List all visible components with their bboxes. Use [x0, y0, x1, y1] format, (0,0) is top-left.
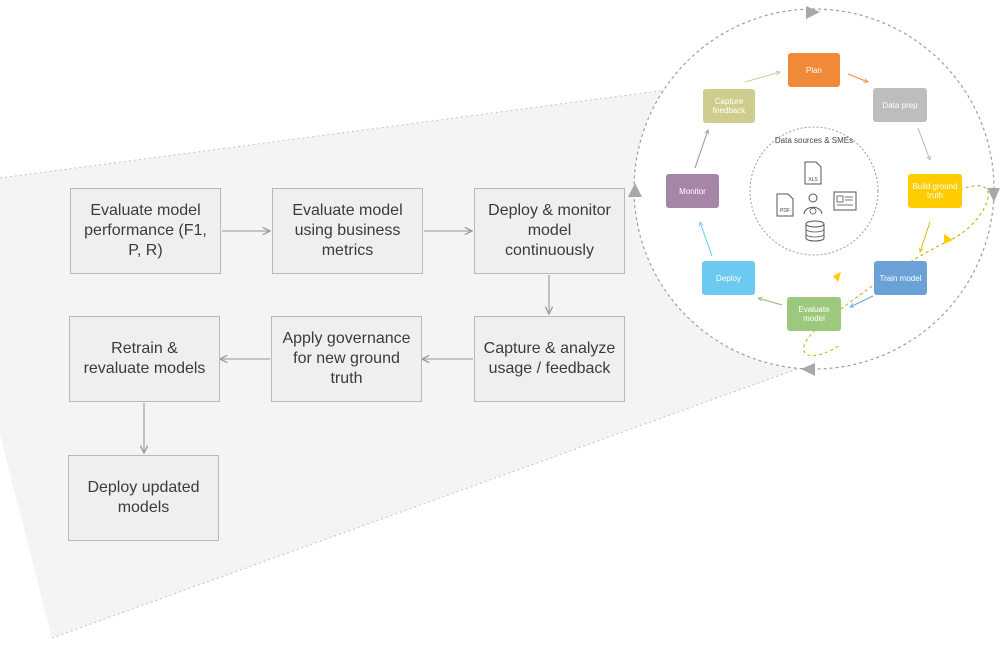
data-sources-title: Data sources & SMEs [774, 136, 854, 145]
capture-analyze-box: Capture & analyze usage / feedback [474, 316, 625, 402]
arrow-train-to-evaluate [850, 295, 874, 307]
zoom-cone-top-edge [0, 74, 781, 179]
retrain-box: Retrain & revaluate models [69, 316, 220, 402]
deploy-updated-box: Deploy updated models [68, 455, 219, 541]
apply-governance-label: Apply governance for new ground truth [282, 330, 411, 387]
arrow-dataprep-to-build [917, 127, 930, 160]
arrow-evaluate-to-deploy [758, 298, 783, 306]
svg-text:XLS: XLS [808, 177, 818, 183]
cycle-monitor-label: Monitor [679, 186, 706, 196]
arrow-build-to-train [920, 221, 931, 252]
document-list-icon [833, 191, 857, 211]
retrain-label: Retrain & revaluate models [83, 340, 206, 377]
apply-governance-box: Apply governance for new ground truth [271, 316, 422, 402]
cycle-plan-label: Plan [805, 65, 822, 75]
cycle-data-prep-label: Data prep [882, 100, 918, 110]
arrow-deploy-to-monitor [700, 222, 713, 257]
data-sources-circle [749, 126, 879, 256]
arrow-capture-to-plan [744, 72, 780, 83]
cycle-monitor-node: Monitor [666, 174, 719, 208]
loop-arrow-1 [944, 234, 953, 244]
cycle-capture-feedback-label: Capture feedback [712, 97, 746, 115]
cycle-build-ground-truth-node: Build ground truth [908, 174, 962, 208]
evaluate-performance-label: Evaluate model performance (F1, P, R) [84, 202, 207, 259]
loop-arrow-2 [833, 272, 841, 282]
outer-arrow-right [987, 188, 1000, 202]
cycle-evaluate-model-label: Evaluate model [798, 305, 830, 323]
deploy-monitor-label: Deploy & monitor model continuously [488, 202, 611, 259]
cycle-capture-feedback-node: Capture feedback [703, 89, 755, 123]
outer-arrow-left [628, 183, 642, 197]
deploy-updated-label: Deploy updated models [87, 479, 200, 516]
pdf-file-icon: PDF [776, 193, 794, 217]
database-icon [805, 220, 825, 242]
expert-user-icon [803, 193, 823, 215]
xls-file-icon: XLS [804, 161, 822, 185]
cycle-deploy-node: Deploy [702, 261, 755, 295]
capture-analyze-label: Capture & analyze usage / feedback [483, 340, 616, 377]
svg-text:PDF: PDF [780, 208, 790, 214]
cycle-train-model-node: Train model [874, 261, 927, 295]
evaluate-performance-box: Evaluate model performance (F1, P, R) [70, 188, 221, 274]
outer-arrow-top [806, 6, 820, 19]
cycle-plan-node: Plan [788, 53, 840, 87]
arrow-plan-to-dataprep [847, 73, 868, 82]
ground-truth-loop [803, 185, 989, 357]
cycle-data-prep-node: Data prep [873, 88, 927, 122]
outer-arrow-bottom [801, 363, 815, 376]
evaluate-business-box: Evaluate model using business metrics [272, 188, 423, 274]
cycle-evaluate-model-node: Evaluate model [787, 297, 841, 331]
deploy-monitor-box: Deploy & monitor model continuously [474, 188, 625, 274]
arrow-monitor-to-capture [694, 130, 708, 169]
cycle-train-model-label: Train model [879, 273, 922, 283]
evaluate-business-label: Evaluate model using business metrics [292, 202, 403, 259]
cycle-deploy-label: Deploy [716, 273, 741, 283]
cycle-build-ground-truth-label: Build ground truth [912, 182, 958, 200]
